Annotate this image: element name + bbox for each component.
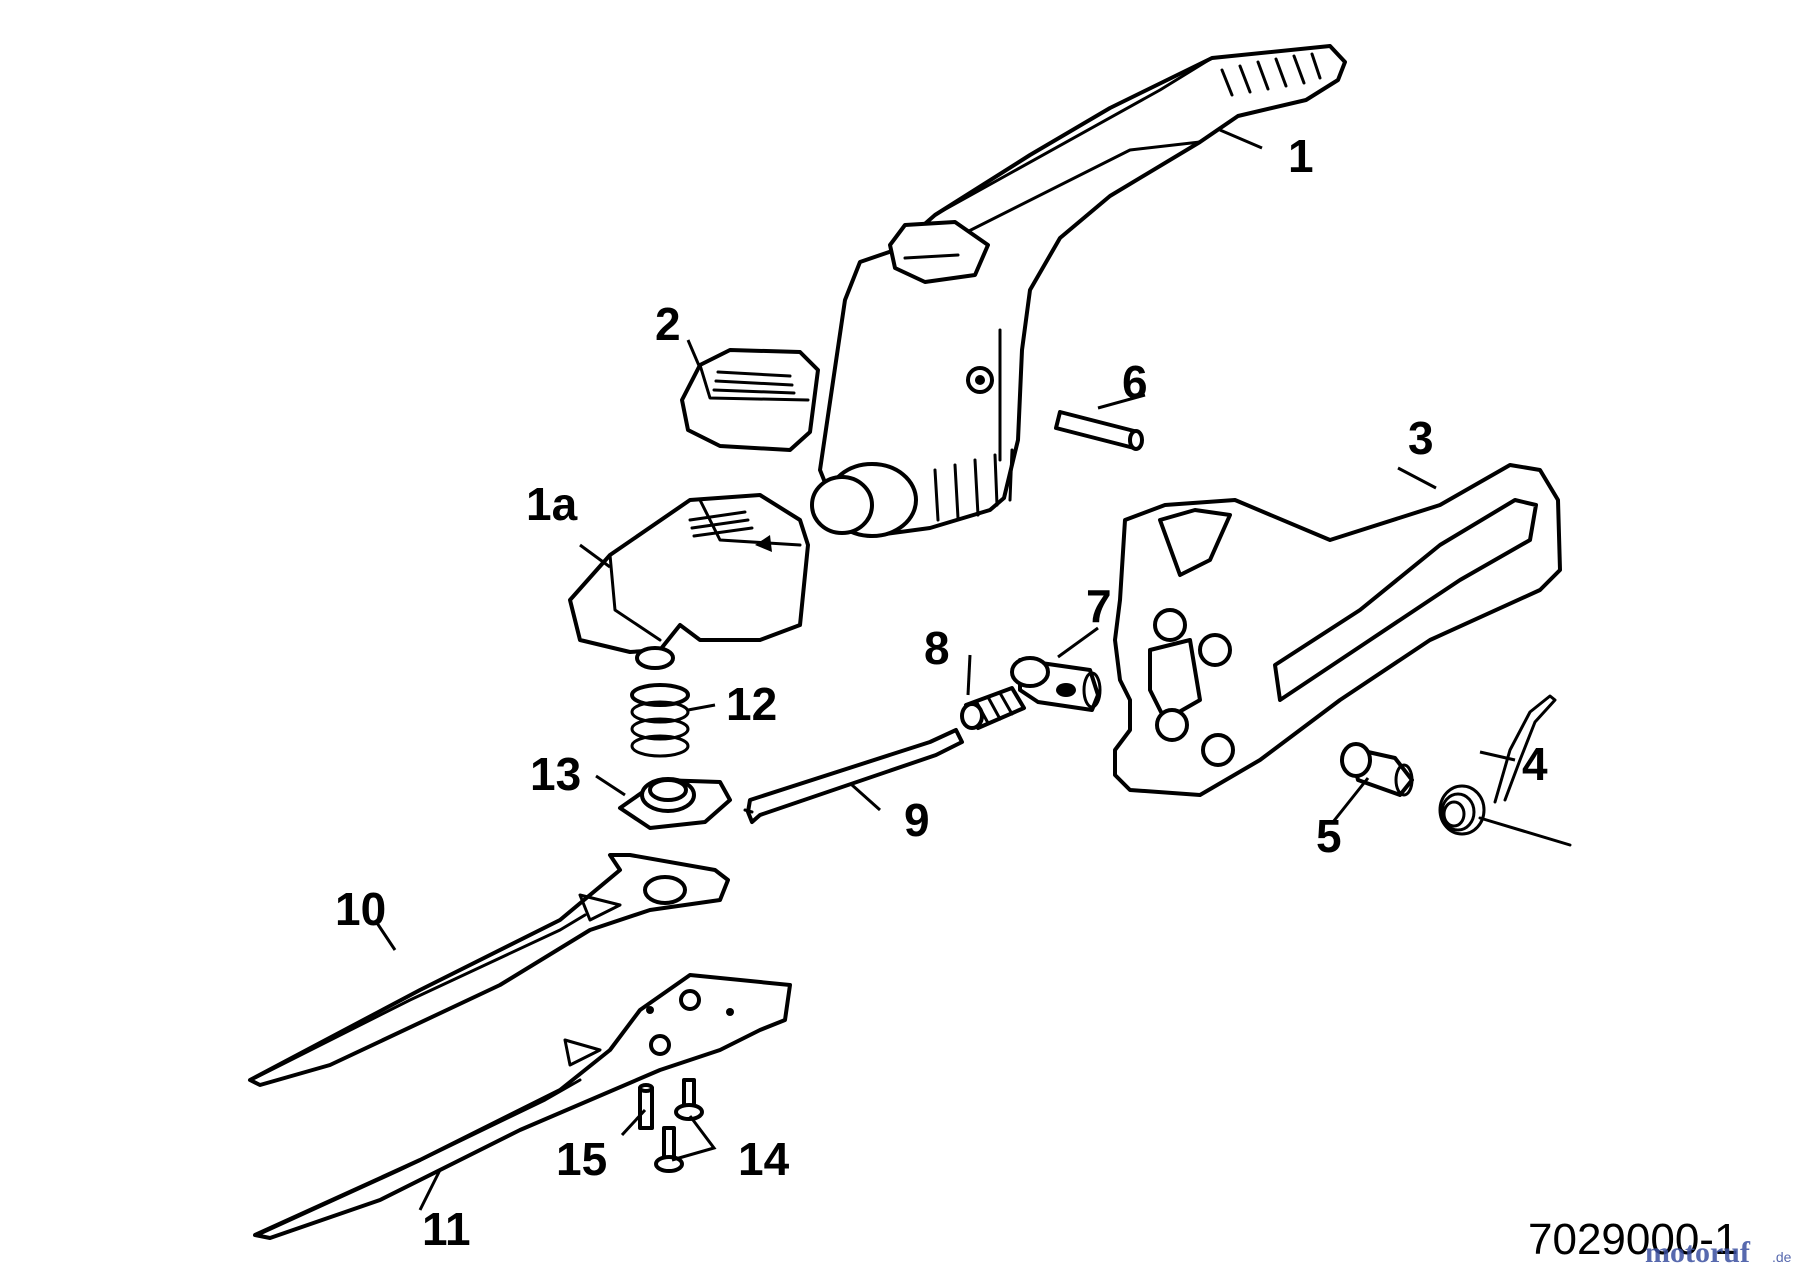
callout-1a: 1a	[526, 478, 578, 530]
part-13-bushing	[618, 777, 732, 830]
callout-4: 4	[1522, 738, 1548, 790]
callout-leaders	[373, 128, 1516, 1211]
part-11-lower-blade	[253, 973, 792, 1240]
part-8-threaded-pin	[960, 686, 1026, 730]
callout-2: 2	[655, 298, 681, 350]
watermark: motoruf .de	[1645, 1236, 1792, 1269]
part-3-lower-handle	[1113, 463, 1562, 797]
callout-6: 6	[1122, 356, 1148, 408]
part-4-torsion-spring	[1438, 694, 1572, 847]
part-10-upper-blade	[248, 853, 730, 1087]
callout-5: 5	[1316, 810, 1342, 862]
callout-labels: 1 2 1a 3 4 5 6 7 8 9 10 11 12 13 14 15	[335, 130, 1548, 1255]
callout-7: 7	[1086, 580, 1112, 632]
callout-3: 3	[1408, 412, 1434, 464]
callout-1: 1	[1288, 130, 1314, 182]
callout-11: 11	[422, 1203, 471, 1255]
part-2-cap	[680, 348, 820, 452]
callout-14: 14	[738, 1133, 790, 1185]
watermark-suffix: .de	[1772, 1249, 1792, 1265]
callout-12: 12	[726, 678, 777, 730]
callout-8: 8	[924, 622, 950, 674]
part-15-pin	[638, 1083, 654, 1130]
part-9-rod	[743, 728, 964, 824]
part-5-sleeve	[1340, 742, 1414, 797]
watermark-text: motoruf	[1645, 1236, 1751, 1269]
part-1a-head	[568, 493, 810, 670]
part-7-pin	[1010, 656, 1102, 712]
callout-13: 13	[530, 748, 581, 800]
callout-10: 10	[335, 883, 386, 935]
callout-15: 15	[556, 1133, 607, 1185]
part-12-spring	[630, 683, 690, 758]
part-6-pin	[1054, 410, 1144, 451]
part-1-handle	[810, 44, 1347, 538]
callout-9: 9	[904, 794, 930, 846]
drawing-number: 7029000-1	[1528, 1215, 1738, 1264]
